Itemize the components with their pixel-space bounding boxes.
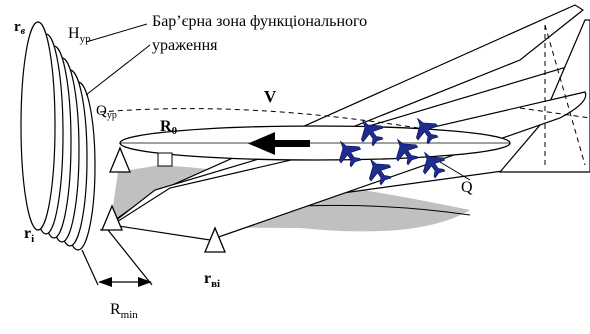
- left-arrow-icon: [248, 132, 310, 155]
- label-zone-line2: ураження: [152, 37, 218, 54]
- r-min-ext-left: [81, 249, 99, 286]
- jet-fighter-icon: [395, 138, 419, 166]
- label-h-yr: Hур: [68, 25, 91, 45]
- radar-sites: [101, 146, 226, 253]
- triangle-marker-icon: [101, 204, 123, 231]
- dashed-horizontal: [519, 107, 590, 119]
- r-min-ext-right: [107, 229, 153, 286]
- label-r-i: ri: [24, 225, 34, 245]
- label-zone-line1: Бар’єрна зона функціонального: [152, 13, 367, 30]
- r-min-arrow-left: [98, 277, 112, 287]
- label-q-yr: Qур: [96, 103, 117, 121]
- barrier-zone-ellipses: [20, 21, 96, 251]
- label-r-v: rв: [14, 19, 26, 37]
- jet-fighter-icon: [338, 140, 362, 168]
- label-r0: R0: [160, 118, 178, 137]
- label-v: V: [264, 87, 277, 106]
- jet-fighter-icon: [368, 158, 392, 186]
- zone-leader-line-2: [85, 44, 151, 96]
- aircraft-group: [338, 117, 446, 186]
- dashed-diagonal: [544, 24, 586, 166]
- lobe-bottom: [110, 91, 587, 241]
- jet-fighter-icon: [360, 119, 384, 147]
- triangle-marker-icon: [204, 226, 226, 253]
- leader-lines: [85, 23, 471, 181]
- triangle-marker-icon: [109, 146, 131, 173]
- jet-fighter-icon: [422, 151, 446, 179]
- dashed-arc: [99, 108, 431, 131]
- r-min-dimension: [81, 229, 153, 287]
- barrier-ellipse: [20, 21, 56, 231]
- r-min-arrow-right: [138, 277, 152, 287]
- jet-fighter-icon: [415, 117, 439, 145]
- label-q: Q: [461, 179, 473, 196]
- label-r-min: Rmin: [110, 301, 138, 321]
- label-r-vi: rвi: [204, 270, 220, 290]
- dashed-lines: [99, 24, 590, 166]
- ground-marker-rect: [157, 152, 173, 167]
- zone-leader-line: [85, 23, 148, 43]
- q-leader-line: [439, 161, 471, 181]
